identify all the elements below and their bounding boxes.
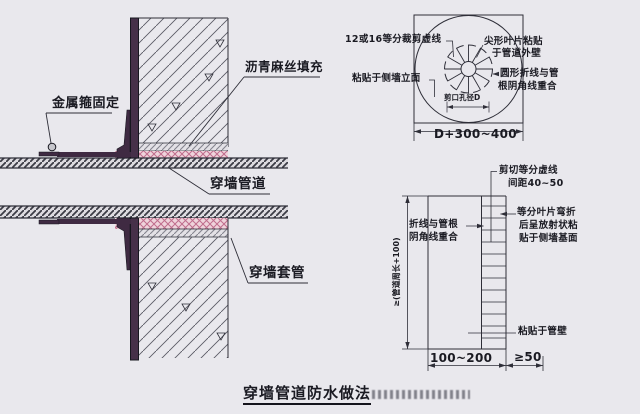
cut-hole-label: 剪口孔径D — [444, 93, 481, 102]
fold-line-label-line2: 阴角线重合 — [409, 232, 459, 243]
circle-fold-label-line2: 根阴角线重合 — [498, 81, 557, 92]
through-pipe-label: 穿墙管道 — [210, 176, 266, 192]
blades-label-line3: 贴于侧墙基面 — [519, 233, 578, 244]
blades-label-line2: 后呈放射状粘 — [519, 220, 578, 231]
collar-plan-detail — [413, 14, 524, 141]
pointed-blade-label-line1: 尖形叶片粘贴 — [484, 36, 543, 47]
upper-wall-section — [0, 17, 320, 195]
cut-lines-label-line1: 剪切等分虚线 — [499, 165, 558, 176]
strip-height-dimension: ≥(管道周长+100) — [392, 237, 401, 307]
cut-lines-label-line2: 间距40~50 — [508, 178, 564, 189]
title-note-smudge — [372, 390, 470, 399]
drawing-title: 穿墙管道防水做法 — [243, 385, 372, 405]
circle-fold-label-line1: 圆形折线与管 — [500, 68, 559, 79]
plan-width-dimension: D+300~400 — [434, 127, 517, 141]
paste-pipe-wall-label: 粘贴于管壁 — [518, 326, 568, 337]
fold-line-label-line1: 折线与管根 — [409, 219, 459, 230]
divide-lines-label: 12或16等分裁剪虚线 — [345, 34, 442, 45]
asphalt-fill-label: 沥青麻丝填充 — [245, 59, 324, 74]
lower-wall-section — [0, 205, 308, 361]
pointed-blade-label-line2: 于管道外壁 — [492, 48, 542, 59]
strip-min-dimension: ≥50 — [514, 350, 542, 364]
metal-hoop-label: 金属箍固定 — [52, 96, 120, 111]
collar-strip-detail — [402, 171, 544, 371]
strip-width-dimension: 100~200 — [430, 351, 493, 365]
paste-wall-face-label: 粘贴于侧墙立面 — [352, 73, 421, 84]
blades-label-line1: 等分叶片弯折 — [517, 207, 576, 218]
sleeve-label: 穿墙套管 — [249, 265, 305, 281]
